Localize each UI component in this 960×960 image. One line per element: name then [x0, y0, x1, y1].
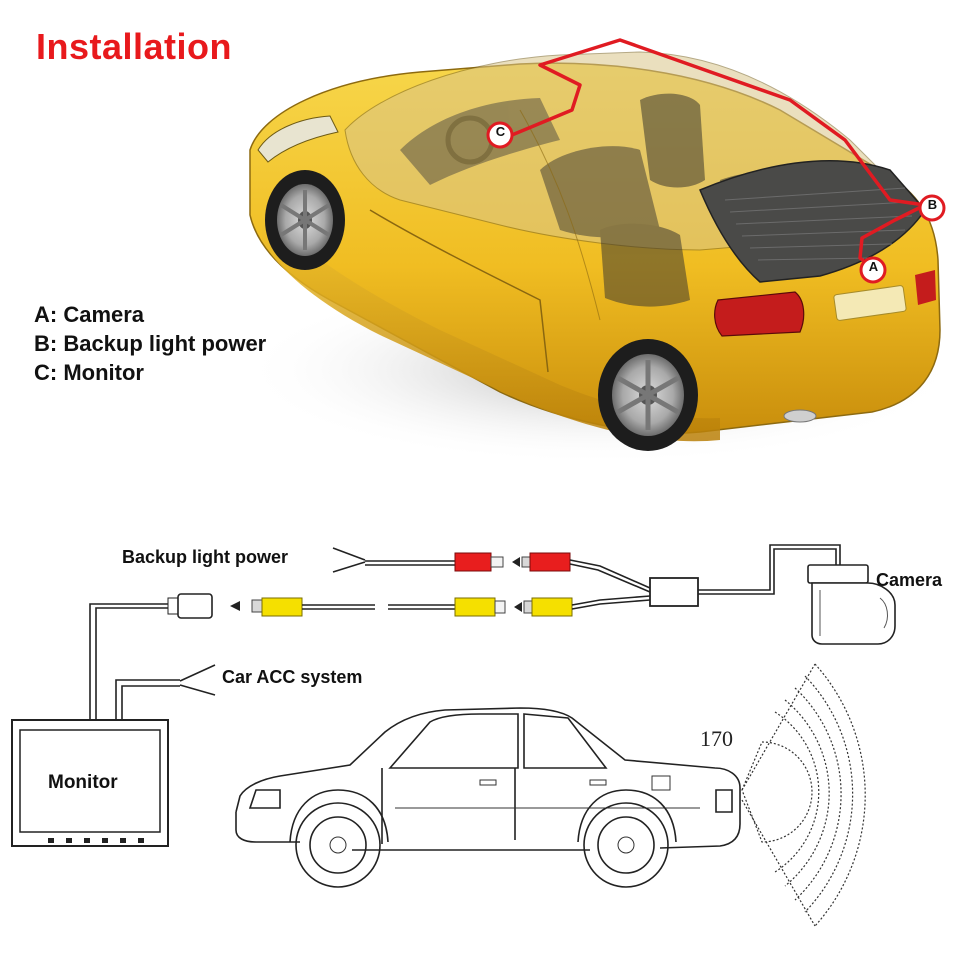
- tail-light-left: [714, 291, 805, 337]
- video-cable-middle: [302, 604, 455, 610]
- page-title: Installation: [36, 26, 233, 67]
- wiring-diagram: [11, 544, 896, 927]
- legend-item-camera: A: Camera: [34, 302, 145, 327]
- door-line: [369, 209, 549, 373]
- label-monitor: Monitor: [48, 772, 118, 793]
- front-wheel: [265, 170, 345, 270]
- yellow-wire-to-box: [571, 595, 651, 610]
- connect-arrow-red: [512, 557, 520, 567]
- connect-arrow-yellow: [514, 602, 522, 612]
- junction-box: [649, 577, 699, 607]
- sedan-line-drawing: [235, 707, 741, 888]
- route-cable: [499, 38, 927, 270]
- marker-a-circle: [859, 256, 887, 284]
- headlight: [257, 115, 339, 163]
- yellow-car-illustration: [240, 38, 960, 465]
- view-angle-waves: [741, 663, 866, 927]
- license-plate: [833, 285, 907, 321]
- acc-cable: [115, 679, 180, 720]
- b-pillar: [519, 109, 601, 321]
- rear-wheel: [598, 339, 698, 451]
- marker-c-label: C: [495, 124, 506, 139]
- marker-b-circle: [918, 194, 946, 222]
- red-rca-left: [454, 552, 504, 572]
- marker-c-circle: [486, 121, 514, 149]
- yellow-rca-mid: [454, 597, 506, 617]
- legend-item-backup-light: B: Backup light power: [34, 331, 267, 356]
- legend-item-monitor: C: Monitor: [34, 360, 144, 385]
- yellow-rca-right: [523, 597, 573, 617]
- car-rear-window: [699, 159, 926, 283]
- video-arrow-to-monitor: [230, 601, 240, 611]
- label-car-acc-system: Car ACC system: [222, 667, 363, 687]
- legend: A: Camera B: Backup light power C: Monit…: [34, 300, 266, 387]
- monitor-plug: [167, 593, 213, 619]
- acc-fork: [179, 664, 216, 696]
- label-camera: Camera: [876, 570, 943, 590]
- exhaust-pipe: [783, 409, 817, 423]
- tail-light-right: [915, 270, 936, 305]
- red-wire-to-box: [569, 559, 651, 593]
- red-rca-right: [521, 552, 571, 572]
- camera-device: [807, 564, 896, 645]
- camera-cable: [698, 544, 841, 595]
- backup-power-fork: [332, 547, 455, 573]
- yellow-rca-left: [251, 597, 303, 617]
- label-view-angle: 170: [700, 726, 733, 751]
- label-backup-light-power: Backup light power: [122, 547, 289, 567]
- monitor-device: [11, 719, 169, 847]
- monitor-video-cable: [89, 603, 168, 720]
- marker-a-label: A: [868, 259, 879, 274]
- marker-b-label: B: [927, 197, 938, 212]
